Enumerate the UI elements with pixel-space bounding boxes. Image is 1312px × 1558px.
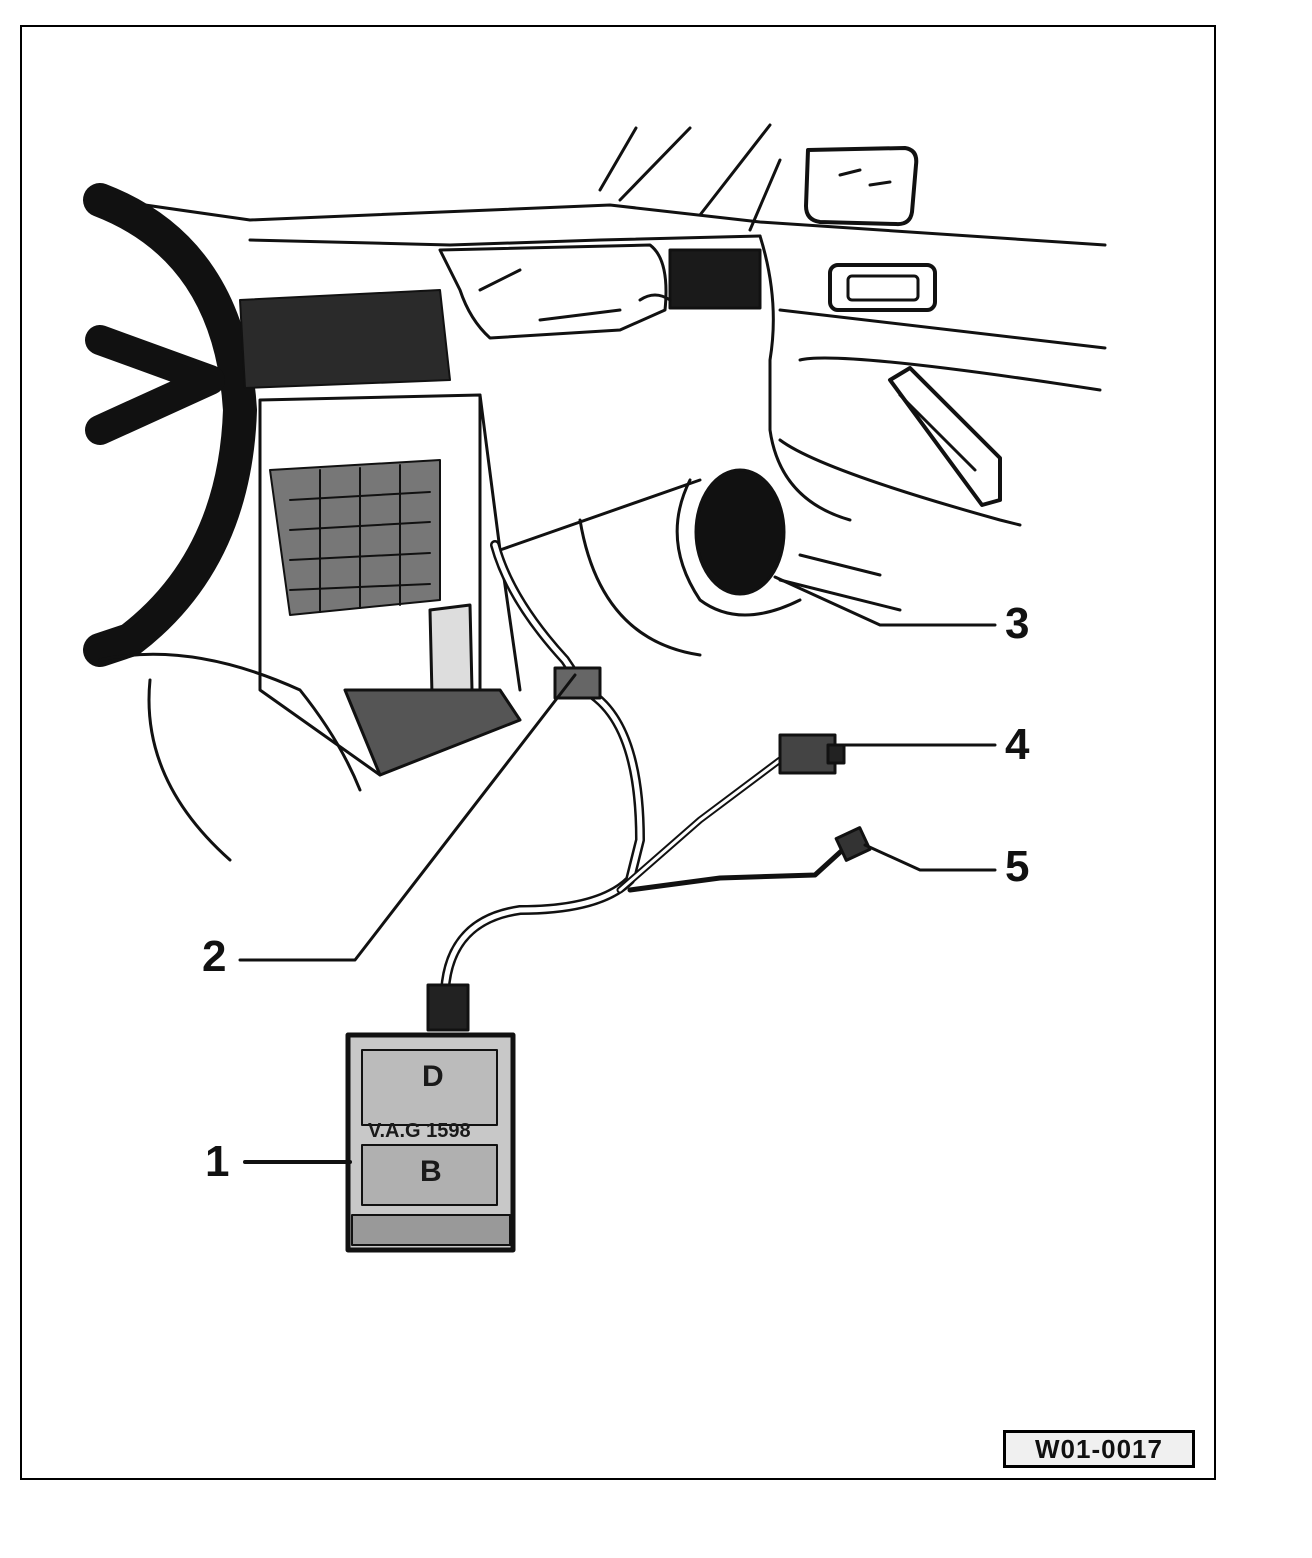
callout-4: 4 <box>1005 720 1030 769</box>
cable-diagnostic <box>440 540 645 995</box>
dash-speaker-grille <box>668 248 762 310</box>
cable-branch-5 <box>627 842 851 893</box>
leader-line-2 <box>238 673 577 962</box>
diagram-frame <box>20 25 1216 1480</box>
dash-vent <box>438 243 668 340</box>
callout-1: 1 <box>205 1137 230 1186</box>
dashboard-top <box>108 198 1107 247</box>
windshield-pillar <box>598 123 782 232</box>
door-speaker <box>694 468 786 596</box>
callout-2: 2 <box>202 932 227 981</box>
console-switch-panel <box>239 289 451 616</box>
callout-5: 5 <box>1005 842 1030 891</box>
door-switch <box>828 263 937 312</box>
device-bottom-mark: B <box>420 1155 442 1188</box>
door-handle <box>888 366 1002 507</box>
leader-line-3 <box>773 575 997 627</box>
tester-plug <box>426 983 470 1032</box>
center-tunnel <box>343 688 522 777</box>
callout-3: 3 <box>1005 599 1030 648</box>
door-panel <box>778 356 1102 527</box>
connector-4 <box>778 733 837 775</box>
device-top-mark: D <box>422 1060 444 1093</box>
steering-wheel <box>83 183 257 667</box>
gear-shifter <box>428 603 474 697</box>
rear-view-mirror <box>804 146 919 227</box>
figure-reference-code: W01-0017 <box>1003 1430 1195 1468</box>
connector-5 <box>834 826 872 862</box>
leader-line-5 <box>863 843 997 872</box>
device-model-label: V.A.G 1598 <box>368 1120 471 1142</box>
